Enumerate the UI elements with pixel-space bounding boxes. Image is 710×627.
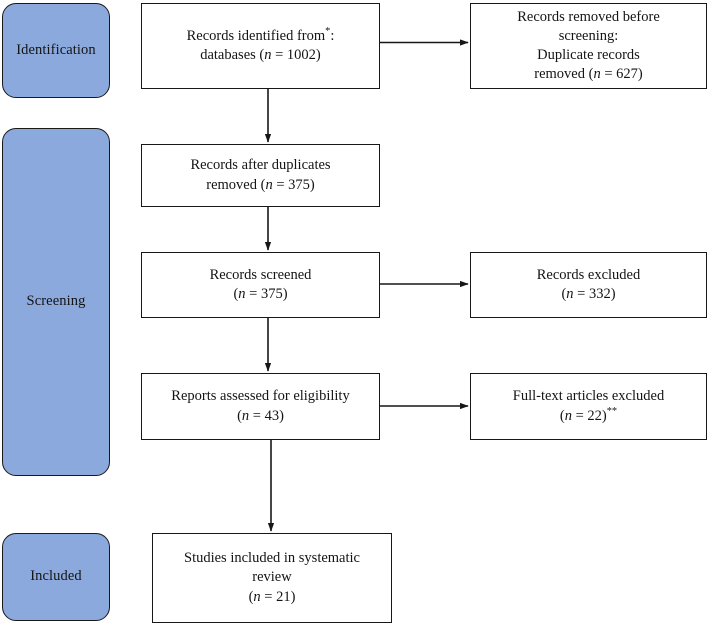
- records-screened-line1: Records screened: [209, 266, 312, 283]
- n-italic: n: [253, 588, 261, 605]
- node-records-after-duplicates: Records after duplicates removed (n = 37…: [141, 144, 380, 207]
- records-excluded-line1: Records excluded: [536, 266, 641, 283]
- phase-screening: Screening: [2, 128, 110, 476]
- after-duplicates-line2-prefix: removed (: [206, 176, 266, 193]
- records-removed-line4-prefix: removed (: [534, 66, 594, 83]
- reports-assessed-line2-prefix: (: [237, 407, 242, 424]
- asterisk-marker: *: [325, 26, 331, 38]
- phase-identification-label: Identification: [16, 41, 96, 58]
- studies-included-line1: Studies included in systematic: [184, 550, 360, 567]
- phase-included: Included: [2, 533, 110, 621]
- n-italic: n: [264, 47, 272, 63]
- records-excluded-line2-suffix: = 332): [573, 286, 616, 302]
- phase-screening-label: Screening: [26, 293, 86, 310]
- node-studies-included-label: Studies included in systematic review (n…: [184, 549, 360, 606]
- studies-included-line2: review: [252, 569, 292, 586]
- node-records-after-duplicates-label: Records after duplicates removed (n = 37…: [190, 156, 330, 194]
- n-italic: n: [566, 286, 574, 302]
- node-records-identified-label: Records identified from*: databases (n =…: [186, 26, 335, 65]
- reports-assessed-line1: Reports assessed for eligibility: [171, 388, 350, 405]
- node-studies-included: Studies included in systematic review (n…: [152, 533, 392, 623]
- fulltext-excluded-line1: Full-text articles excluded: [512, 388, 665, 405]
- phase-identification: Identification: [2, 3, 110, 98]
- after-duplicates-line2-suffix: = 375): [272, 176, 315, 193]
- node-fulltext-excluded: Full-text articles excluded (n = 22)**: [470, 373, 707, 440]
- records-identified-line2-prefix: databases (: [200, 47, 265, 63]
- records-removed-line4-suffix: = 627): [600, 66, 643, 83]
- node-records-excluded: Records excluded (n = 332): [470, 252, 707, 318]
- n-italic: n: [593, 66, 601, 83]
- double-asterisk-marker: **: [606, 405, 618, 417]
- n-italic: n: [564, 407, 572, 424]
- studies-included-line3-prefix: (: [248, 588, 254, 605]
- records-identified-line2-suffix: = 1002): [271, 47, 321, 63]
- records-removed-line1: Records removed before: [517, 8, 660, 25]
- fulltext-excluded-line2-prefix: (: [559, 407, 565, 424]
- reports-assessed-line2-suffix: = 43): [249, 407, 284, 424]
- records-removed-line2: screening:: [558, 27, 619, 44]
- records-identified-line1-tail: :: [330, 27, 335, 44]
- studies-included-line3-suffix: = 21): [260, 588, 296, 605]
- records-screened-line2-suffix: = 375): [245, 286, 288, 302]
- node-records-identified: Records identified from*: databases (n =…: [141, 3, 380, 89]
- node-records-screened: Records screened (n = 375): [141, 252, 380, 318]
- node-records-removed: Records removed before screening: Duplic…: [470, 3, 707, 89]
- node-fulltext-excluded-label: Full-text articles excluded (n = 22)**: [513, 387, 664, 425]
- records-excluded-line2-prefix: (: [561, 286, 567, 302]
- phase-included-label: Included: [30, 568, 82, 585]
- n-italic: n: [241, 407, 250, 424]
- n-italic: n: [238, 286, 246, 302]
- after-duplicates-line1: Records after duplicates: [190, 157, 331, 174]
- records-identified-line1: Records identified from: [186, 27, 326, 44]
- node-reports-assessed-label: Reports assessed for eligibility (n = 43…: [171, 387, 349, 425]
- node-reports-assessed: Reports assessed for eligibility (n = 43…: [141, 373, 380, 440]
- fulltext-excluded-line2-suffix: = 22): [571, 407, 607, 424]
- n-italic: n: [265, 176, 273, 193]
- node-records-screened-label: Records screened (n = 375): [210, 266, 312, 304]
- node-records-removed-label: Records removed before screening: Duplic…: [517, 8, 660, 85]
- records-removed-line3: Duplicate records: [537, 47, 640, 63]
- records-screened-line2-prefix: (: [233, 286, 239, 302]
- node-records-excluded-label: Records excluded (n = 332): [537, 266, 640, 304]
